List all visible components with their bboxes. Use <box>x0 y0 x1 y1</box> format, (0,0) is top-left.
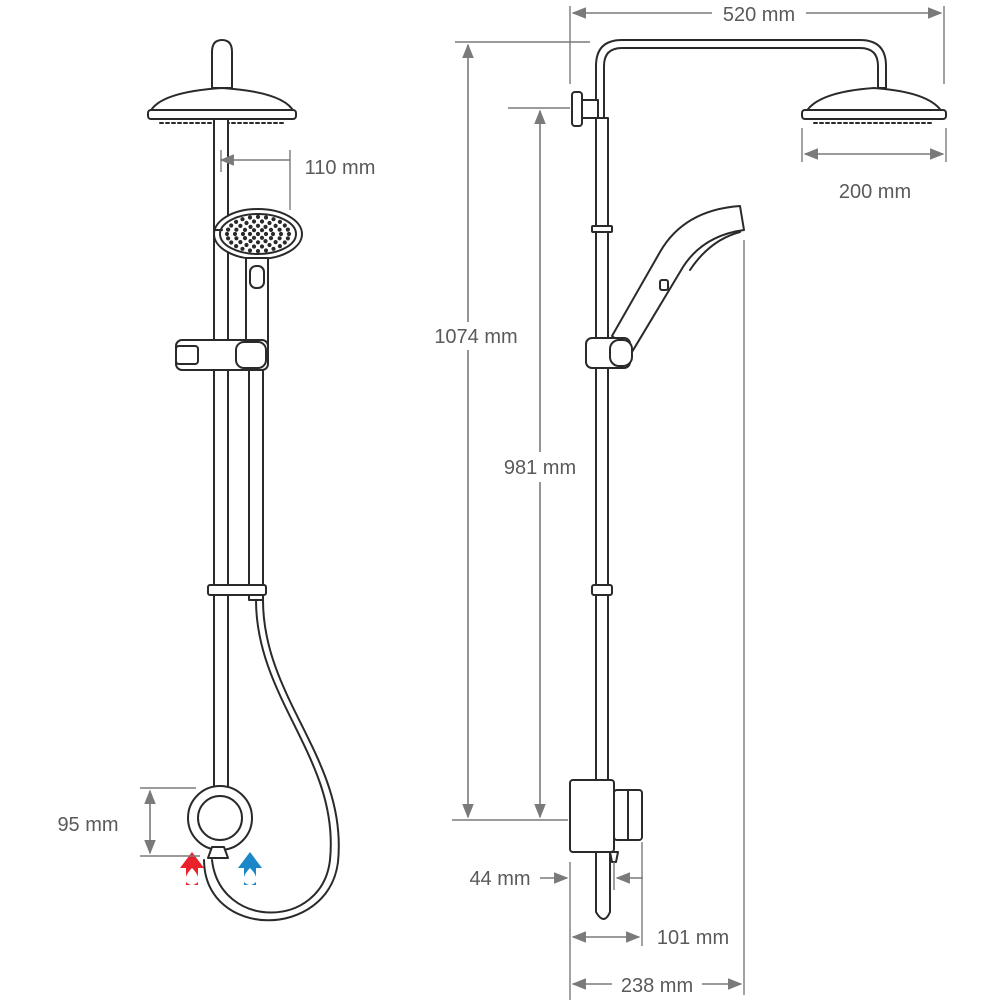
spray-nozzle <box>248 224 253 229</box>
spray-nozzle <box>251 244 257 249</box>
spray-nozzle <box>286 231 292 237</box>
spray-nozzle <box>255 214 261 219</box>
spray-nozzle <box>248 239 253 244</box>
spray-nozzle <box>240 246 245 251</box>
spray-nozzle <box>263 215 269 220</box>
spray-nozzle <box>277 227 282 232</box>
spray-nozzle <box>244 220 249 226</box>
top-wall-bracket <box>571 91 599 127</box>
slide-bracket-side <box>585 337 633 369</box>
spray-nozzle <box>242 227 248 232</box>
mixer-valve-side <box>569 779 643 920</box>
spray-nozzle <box>240 217 245 222</box>
rail-wall-clip-front <box>207 584 267 596</box>
dimension-lines <box>140 6 947 1000</box>
spray-nozzle <box>285 227 290 232</box>
spray-nozzle <box>268 227 274 232</box>
overhead-head-side <box>801 87 947 124</box>
spray-nozzle <box>229 223 234 228</box>
front-hose-tube <box>248 349 264 601</box>
spray-nozzle <box>232 231 238 237</box>
spray-nozzle <box>277 244 282 249</box>
spray-nozzle <box>268 236 274 241</box>
side-riser-rail <box>595 117 609 783</box>
front-view <box>147 39 340 922</box>
spray-nozzle <box>259 244 265 249</box>
spray-nozzle <box>247 231 253 237</box>
spray-nozzle <box>238 240 243 245</box>
spray-nozzle <box>238 223 243 228</box>
riser-top-cap <box>211 39 233 89</box>
dim-label-1074: 1074 mm <box>434 326 517 348</box>
spray-nozzle <box>229 240 234 245</box>
spray-nozzle <box>255 231 261 237</box>
hose-loop-inner <box>203 599 340 922</box>
spray-nozzle <box>270 231 276 237</box>
rail-ring-upper <box>591 225 613 233</box>
spray-nozzle <box>271 217 276 222</box>
mixer-valve-front <box>187 785 253 859</box>
spray-nozzle <box>251 228 257 233</box>
spray-nozzle <box>226 227 231 232</box>
slide-bracket-front <box>175 339 269 371</box>
hose-loop-outer <box>211 599 332 914</box>
spray-nozzle <box>234 227 239 232</box>
spray-nozzle <box>263 239 268 244</box>
handset-spray-nozzles <box>224 214 292 254</box>
spray-nozzle <box>247 248 253 253</box>
dim-label-200: 200 mm <box>839 181 911 203</box>
handset-front <box>213 208 303 350</box>
dim-label-520: 520 mm <box>723 4 795 26</box>
side-view <box>569 39 947 920</box>
overhead-head-front <box>147 87 297 124</box>
spray-nozzle <box>259 228 265 233</box>
spray-nozzle <box>247 215 253 220</box>
spray-nozzle <box>240 231 246 237</box>
dim-label-238: 238 mm <box>621 975 693 997</box>
dim-label-95: 95 mm <box>57 814 118 836</box>
spray-nozzle <box>263 231 269 237</box>
spray-nozzle <box>271 246 276 251</box>
spray-nozzle <box>259 219 265 224</box>
dimension-labels: 520 mm 200 mm 110 mm 1074 mm 981 mm 95 m… <box>57 4 911 997</box>
dim-label-44: 44 mm <box>469 868 530 890</box>
dim-label-981: 981 mm <box>504 457 576 479</box>
spray-nozzle <box>277 219 282 224</box>
spray-nozzle <box>255 240 261 245</box>
spray-nozzle <box>273 240 278 245</box>
spray-nozzle <box>251 219 257 224</box>
spray-nozzle <box>285 236 290 241</box>
spray-nozzle <box>224 231 230 237</box>
spray-nozzle <box>277 236 282 241</box>
spray-nozzle <box>259 235 265 240</box>
spray-nozzle <box>226 236 231 241</box>
spray-nozzle <box>267 220 272 226</box>
spray-nozzle <box>263 248 269 253</box>
spray-nozzle <box>267 242 272 248</box>
spray-nozzle <box>234 236 239 241</box>
spray-nozzle <box>282 223 287 228</box>
spray-nozzle <box>255 249 261 254</box>
spray-nozzle <box>282 240 287 245</box>
handset-side <box>611 205 745 353</box>
spray-nozzle <box>251 235 257 240</box>
spray-nozzle <box>242 236 248 241</box>
spray-nozzle <box>255 223 261 228</box>
rail-ring-lower <box>591 584 613 596</box>
spray-nozzle <box>263 224 268 229</box>
dim-label-110: 110 mm <box>305 157 376 179</box>
spray-nozzle <box>234 244 239 249</box>
hot-water-inlet-icon <box>180 852 204 885</box>
spray-nozzle <box>244 242 249 248</box>
dim-label-101: 101 mm <box>657 927 729 949</box>
spray-nozzle <box>278 231 284 237</box>
spray-nozzle <box>273 223 278 228</box>
cold-water-inlet-icon <box>238 852 262 885</box>
spray-nozzle <box>234 219 239 224</box>
